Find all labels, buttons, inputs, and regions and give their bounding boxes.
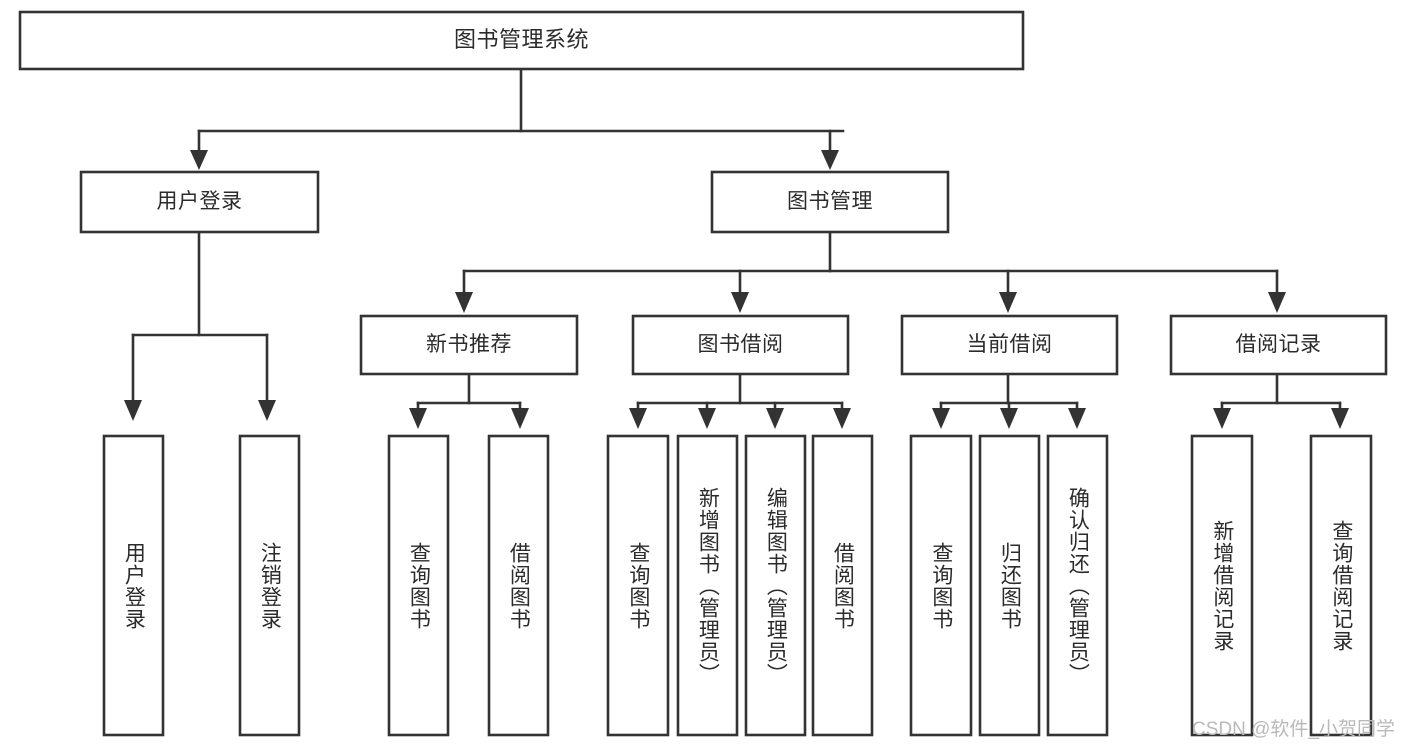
- node-box-new-book-recommend[interactable]: [359, 314, 579, 376]
- node-box-leaf-confirm-return[interactable]: [1046, 434, 1109, 737]
- node-box-root[interactable]: [18, 10, 1025, 71]
- connector-newbook-to-leaves: [409, 373, 529, 429]
- node-box-leaf-query-book-2[interactable]: [606, 434, 670, 737]
- node-box-user-login[interactable]: [79, 170, 320, 234]
- node-box-current-borrow[interactable]: [900, 314, 1119, 376]
- node-box-leaf-borrow-book-2[interactable]: [811, 434, 874, 737]
- node-box-leaf-query-book-1[interactable]: [387, 434, 450, 737]
- connector-bookborrow-to-leaves: [629, 373, 851, 429]
- node-box-book-borrow[interactable]: [631, 314, 850, 376]
- node-box-leaf-query-book-3[interactable]: [909, 434, 973, 737]
- node-box-leaf-query-record[interactable]: [1309, 434, 1373, 737]
- connector-currentborrow-to-leaves: [932, 373, 1086, 429]
- node-box-borrow-record[interactable]: [1169, 314, 1388, 376]
- connector-borrowrecord-to-leaves: [1213, 373, 1349, 429]
- node-box-leaf-return-book[interactable]: [978, 434, 1041, 737]
- node-box-leaf-add-book[interactable]: [676, 434, 739, 737]
- connector-bookmgmt-to-level2: [455, 230, 1286, 313]
- connector-root-to-level1: [190, 67, 845, 170]
- connector-userlogin-to-leaves: [124, 230, 276, 421]
- node-box-leaf-add-record[interactable]: [1190, 434, 1254, 737]
- node-box-leaf-borrow-book-1[interactable]: [487, 434, 550, 737]
- node-box-book-management[interactable]: [710, 170, 950, 234]
- node-box-leaf-edit-book[interactable]: [744, 434, 807, 737]
- node-box-leaf-user-logout[interactable]: [238, 434, 301, 737]
- node-box-leaf-user-login[interactable]: [102, 434, 165, 737]
